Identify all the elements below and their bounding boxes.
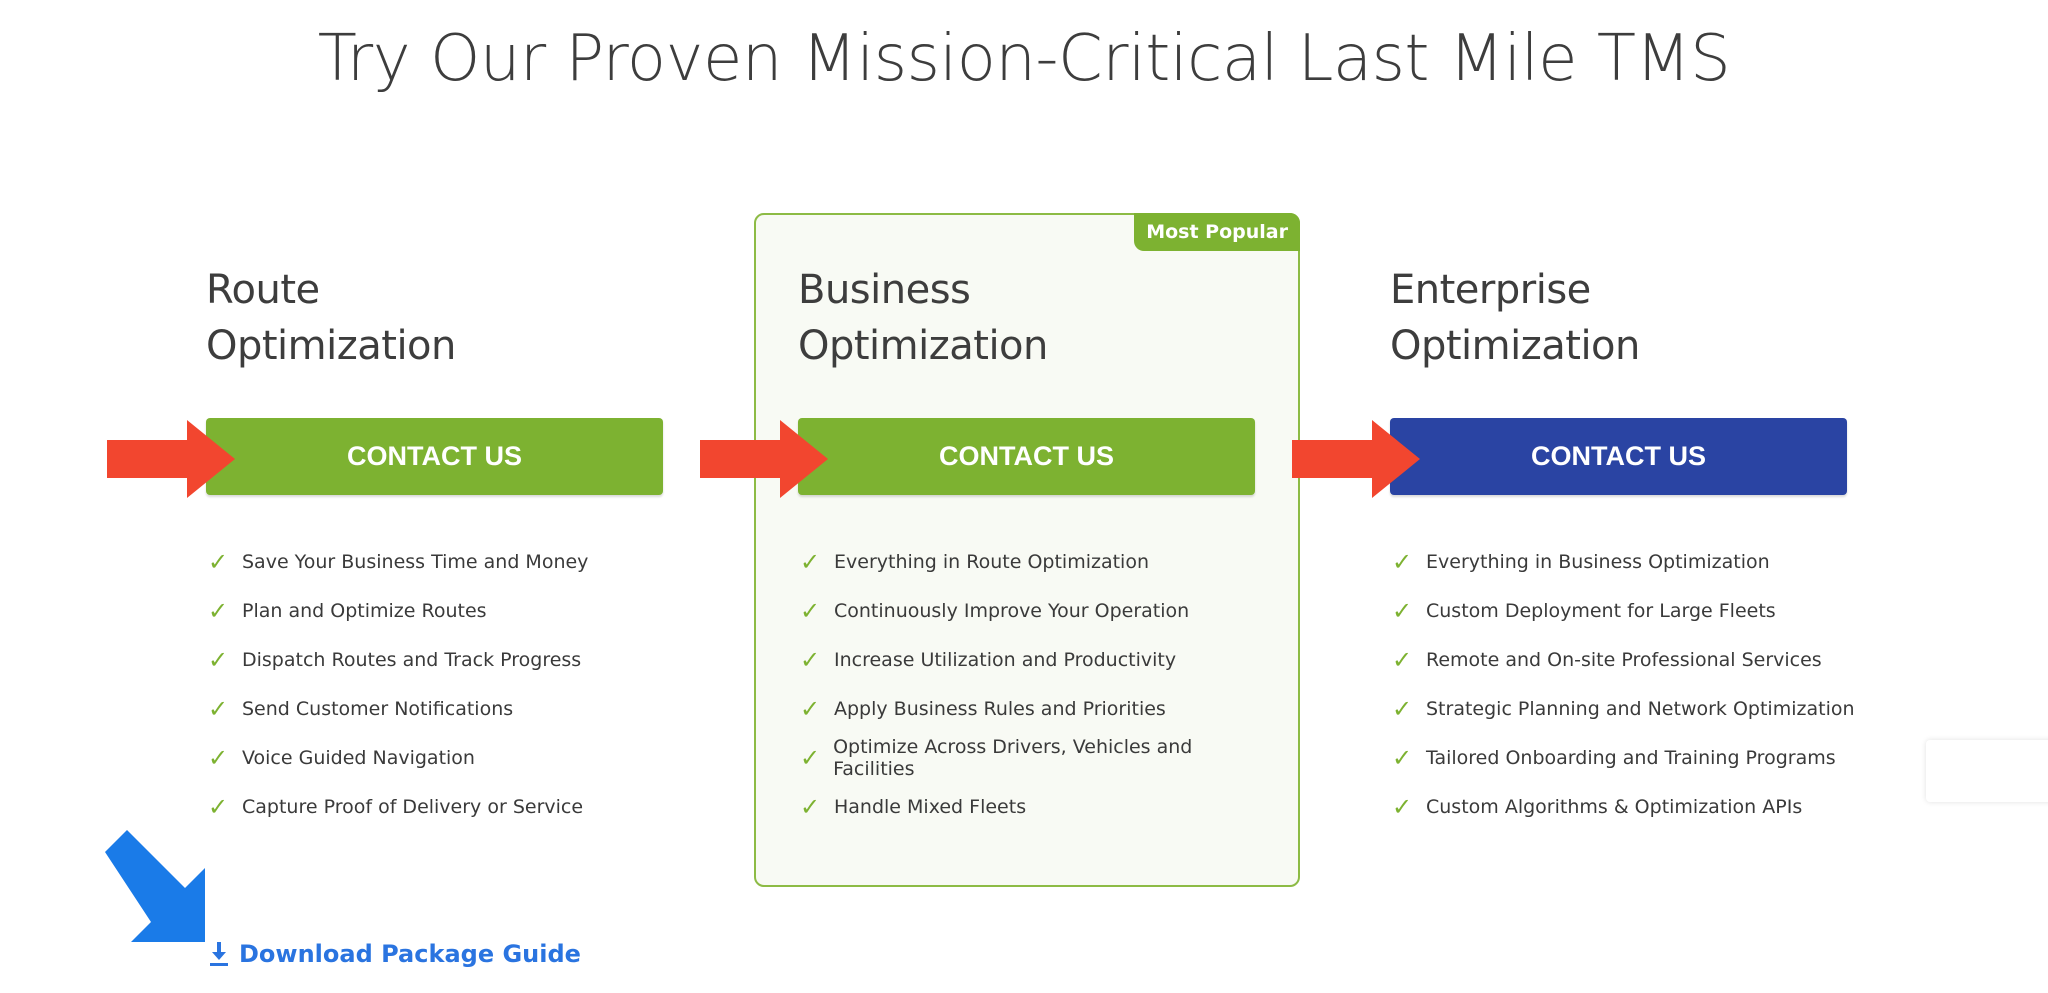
feature-item: ✓ Optimize Across Drivers, Vehicles and F… bbox=[798, 733, 1268, 782]
check-icon: ✓ bbox=[1392, 645, 1413, 674]
check-icon: ✓ bbox=[800, 694, 821, 723]
feature-label: Send Customer Notifications bbox=[242, 697, 514, 720]
feature-item: ✓ Custom Algorithms & Optimization APIs bbox=[1390, 782, 1860, 831]
feature-label: Handle Mixed Fleets bbox=[834, 795, 1027, 818]
feature-label: Strategic Planning and Network Optimizat… bbox=[1426, 697, 1855, 720]
plan-title-line1: Enterprise bbox=[1390, 267, 1591, 313]
check-icon: ✓ bbox=[208, 645, 229, 674]
feature-label: Continuously Improve Your Operation bbox=[834, 599, 1190, 622]
feature-label: Everything in Business Optimization bbox=[1426, 550, 1770, 573]
feature-item: ✓ Apply Business Rules and Priorities bbox=[798, 684, 1268, 733]
plan-title-line1: Route bbox=[206, 267, 320, 313]
check-icon: ✓ bbox=[1392, 792, 1413, 821]
feature-item: ✓ Handle Mixed Fleets bbox=[798, 782, 1268, 831]
featured-plan-card: Most Popular bbox=[754, 213, 1300, 887]
check-icon: ✓ bbox=[208, 596, 229, 625]
check-icon: ✓ bbox=[800, 547, 821, 576]
feature-item: ✓ Dispatch Routes and Track Progress bbox=[206, 635, 676, 684]
download-icon bbox=[210, 942, 228, 966]
feature-item: ✓ Custom Deployment for Large Fleets bbox=[1390, 586, 1860, 635]
blue-arrow-annotation bbox=[105, 830, 205, 942]
download-package-guide-link[interactable]: Download Package Guide bbox=[209, 940, 581, 968]
feature-label: Increase Utilization and Productivity bbox=[834, 648, 1177, 671]
plan-title-line2: Optimization bbox=[206, 323, 456, 369]
check-icon: ✓ bbox=[208, 792, 229, 821]
feature-item: ✓ Voice Guided Navigation bbox=[206, 733, 676, 782]
check-icon: ✓ bbox=[800, 645, 821, 674]
feature-label: Remote and On-site Professional Services bbox=[1426, 648, 1822, 671]
check-icon: ✓ bbox=[800, 792, 821, 821]
plan-title-line2: Optimization bbox=[1390, 323, 1640, 369]
feature-item: ✓ Tailored Onboarding and Training Progra… bbox=[1390, 733, 1860, 782]
feature-item: ✓ Save Your Business Time and Money bbox=[206, 537, 676, 586]
plan-title-line2: Optimization bbox=[798, 323, 1048, 369]
feature-label: Tailored Onboarding and Training Program… bbox=[1426, 746, 1836, 769]
feature-label: Dispatch Routes and Track Progress bbox=[242, 648, 582, 671]
feature-label: Voice Guided Navigation bbox=[242, 746, 475, 769]
contact-us-button[interactable]: CONTACT US bbox=[206, 418, 663, 495]
feature-label: Save Your Business Time and Money bbox=[242, 550, 589, 573]
feature-label: Plan and Optimize Routes bbox=[242, 599, 487, 622]
feature-list: ✓ Everything in Business Optimization ✓ Cus… bbox=[1390, 537, 1860, 831]
contact-us-button[interactable]: CONTACT US bbox=[798, 418, 1255, 495]
check-icon: ✓ bbox=[208, 743, 229, 772]
feature-label: Optimize Across Drivers, Vehicles and Fa… bbox=[833, 735, 1193, 780]
feature-label: Apply Business Rules and Priorities bbox=[834, 697, 1166, 720]
feature-item: ✓ Increase Utilization and Productivity bbox=[798, 635, 1268, 684]
check-icon: ✓ bbox=[800, 743, 821, 772]
plan-title-line1: Business bbox=[798, 267, 971, 313]
recaptcha-badge[interactable] bbox=[1926, 740, 2048, 802]
check-icon: ✓ bbox=[1392, 694, 1413, 723]
feature-item: ✓ Remote and On-site Professional Service… bbox=[1390, 635, 1860, 684]
feature-label: Custom Algorithms & Optimization APIs bbox=[1426, 795, 1803, 818]
check-icon: ✓ bbox=[800, 596, 821, 625]
feature-label: Everything in Route Optimization bbox=[834, 550, 1150, 573]
check-icon: ✓ bbox=[1392, 596, 1413, 625]
feature-item: ✓ Send Customer Notifications bbox=[206, 684, 676, 733]
feature-item: ✓ Plan and Optimize Routes bbox=[206, 586, 676, 635]
feature-item: ✓ Strategic Planning and Network Optimiza… bbox=[1390, 684, 1860, 733]
red-arrow-annotation bbox=[107, 420, 235, 498]
check-icon: ✓ bbox=[208, 694, 229, 723]
check-icon: ✓ bbox=[208, 547, 229, 576]
feature-list: ✓ Save Your Business Time and Money ✓ Plan … bbox=[206, 537, 676, 831]
feature-list: ✓ Everything in Route Optimization ✓ Contin… bbox=[798, 537, 1268, 831]
feature-label: Capture Proof of Delivery or Service bbox=[242, 795, 584, 818]
most-popular-badge: Most Popular bbox=[1134, 213, 1300, 251]
feature-item: ✓ Capture Proof of Delivery or Service bbox=[206, 782, 676, 831]
feature-label: Custom Deployment for Large Fleets bbox=[1426, 599, 1776, 622]
download-link-label: Download Package Guide bbox=[239, 940, 581, 968]
check-icon: ✓ bbox=[1392, 743, 1413, 772]
red-arrow-annotation bbox=[1292, 420, 1420, 498]
check-icon: ✓ bbox=[1392, 547, 1413, 576]
feature-item: ✓ Continuously Improve Your Operation bbox=[798, 586, 1268, 635]
contact-us-button[interactable]: CONTACT US bbox=[1390, 418, 1847, 495]
feature-item: ✓ Everything in Business Optimization bbox=[1390, 537, 1860, 586]
feature-item: ✓ Everything in Route Optimization bbox=[798, 537, 1268, 586]
red-arrow-annotation bbox=[700, 420, 828, 498]
page-title: Try Our Proven Mission-Critical Last Mil… bbox=[317, 22, 1731, 96]
